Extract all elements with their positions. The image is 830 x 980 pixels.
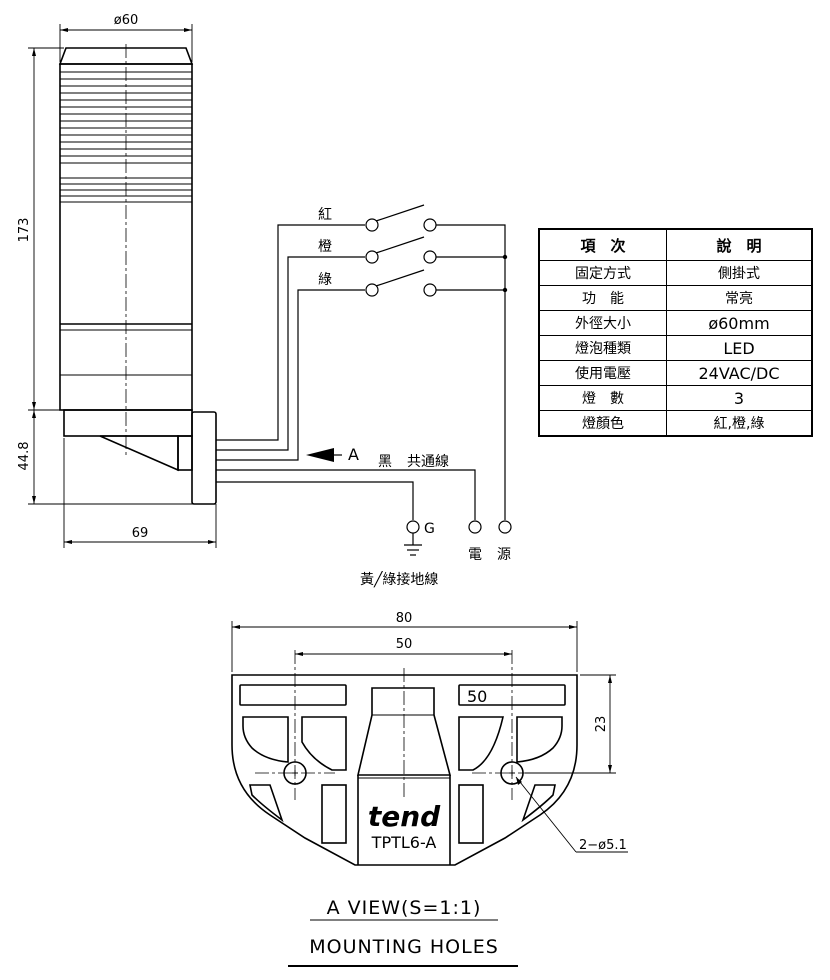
view-arrow-label: A [348, 445, 359, 464]
spec-value: 側掛式 [666, 260, 813, 286]
wire-label-orange: 橙 [318, 239, 332, 255]
spec-value: 24VAC/DC [666, 360, 813, 386]
power-label-2: 源 [497, 547, 511, 563]
view-caption: A VIEW(S=1:1) [327, 897, 482, 919]
dim-hole-offset-label: 23 [594, 716, 609, 733]
spec-header-item: 項 次 [538, 228, 667, 261]
bracket-brace [99, 435, 179, 472]
spec-key: 使用電壓 [538, 360, 667, 386]
spec-header-desc: 說 明 [666, 228, 813, 261]
table-row: 燈 數 3 [538, 385, 813, 411]
dim-diameter-label: ø60 [114, 13, 139, 28]
hole-spec-label: 2−ø5.1 [579, 838, 627, 853]
ground-wire-label: 黃╱綠接地線 [360, 571, 438, 588]
dim-base-height-label: 44.8 [17, 442, 32, 471]
dim-inner-label: 50 [467, 687, 487, 706]
hole-leader: 2−ø5.1 [515, 776, 628, 853]
dim-height: 173 [17, 47, 64, 411]
dim-mount-width: 80 [231, 611, 578, 672]
spec-value: LED [666, 335, 813, 361]
spec-table: 項 次 說 明 固定方式 側掛式 功 能 常亮 外徑大小 ø60mm 燈泡種類 … [538, 228, 813, 437]
spec-value: 3 [666, 385, 813, 411]
wire-label-red: 紅 [318, 207, 332, 223]
ground-terminal-label: G [424, 521, 435, 537]
wire-label-green: 綠 [318, 272, 332, 288]
spec-key: 燈 數 [538, 385, 667, 411]
mounting-plate-view [231, 650, 578, 866]
table-row: 功 能 常亮 [538, 285, 813, 311]
spec-key: 燈顏色 [538, 410, 667, 437]
plate-outline [231, 674, 578, 866]
spec-key: 外徑大小 [538, 310, 667, 336]
model-label: TPTL6-A [371, 833, 437, 852]
dim-base-height: 44.8 [17, 410, 194, 505]
dim-hole-spacing: 50 [295, 637, 512, 656]
power-label-1: 電 [468, 547, 482, 563]
table-row: 燈泡種類 LED [538, 335, 813, 361]
wire-label-black: 黑 [378, 454, 392, 470]
dim-depth: 69 [63, 438, 217, 548]
brand-logo: tend [368, 800, 441, 833]
table-row: 使用電壓 24VAC/DC [538, 360, 813, 386]
dim-mount-width-label: 80 [396, 611, 413, 626]
spec-key: 功 能 [538, 285, 667, 311]
dim-depth-label: 69 [132, 526, 149, 541]
mounting-caption: MOUNTING HOLES [309, 936, 499, 958]
dim-height-label: 173 [17, 218, 32, 243]
bracket-plate [191, 411, 217, 505]
dim-diameter: ø60 [59, 13, 193, 62]
spec-value: ø60mm [666, 310, 813, 336]
table-row: 外徑大小 ø60mm [538, 310, 813, 336]
tower-base [63, 409, 193, 437]
spec-table-header: 項 次 說 明 [538, 228, 813, 261]
view-arrow-icon [306, 448, 334, 462]
spec-key: 燈泡種類 [538, 335, 667, 361]
tower-light-side-view [58, 44, 217, 505]
wire-label-common: 共通線 [407, 454, 449, 470]
spec-key: 固定方式 [538, 260, 667, 286]
table-row: 燈顏色 紅,橙,綠 [538, 410, 813, 437]
spec-value: 常亮 [666, 285, 813, 311]
spec-value: 紅,橙,綠 [666, 410, 813, 437]
dim-hole-offset: 23 [525, 674, 616, 774]
wiring-diagram [216, 204, 512, 556]
dim-hole-spacing-label: 50 [396, 637, 413, 652]
table-row: 固定方式 側掛式 [538, 260, 813, 286]
